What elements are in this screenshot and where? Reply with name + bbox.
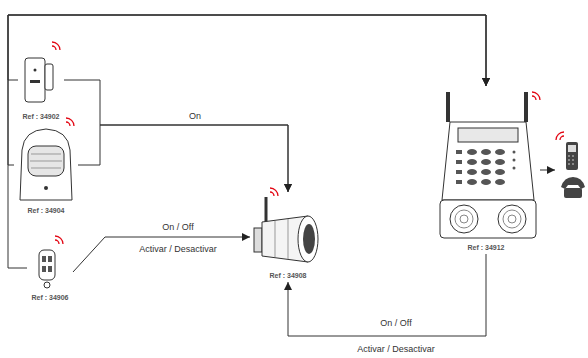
signal-label: On <box>188 111 202 122</box>
panel-antenna <box>446 92 450 122</box>
landline-phone-icon <box>561 177 585 198</box>
device-node: Ref : 34902 <box>18 45 64 123</box>
siren-bracket <box>254 228 262 252</box>
radio-waves <box>52 42 60 50</box>
radio-waves <box>66 118 74 126</box>
keyfob-button <box>48 256 52 262</box>
device-node: Ref : 34904 <box>14 125 78 217</box>
motion-detector-icon <box>20 118 74 200</box>
siren-horn <box>303 224 315 254</box>
radio-waves <box>270 188 278 196</box>
radio-waves <box>55 236 63 244</box>
siren-antenna <box>265 197 268 222</box>
device-node: Ref : 34908 <box>250 192 326 282</box>
signal-connector <box>64 80 288 192</box>
siren-ribs <box>275 219 288 259</box>
radio-waves <box>556 132 564 140</box>
keyfob-button <box>48 266 52 272</box>
panel-keypad <box>456 149 516 185</box>
signal-connector <box>8 15 486 268</box>
signal-connector <box>288 254 486 336</box>
speaker-grille <box>503 210 521 228</box>
speaker-grille <box>460 215 468 223</box>
phone-screen <box>568 145 576 152</box>
detector-lens <box>28 146 64 176</box>
phone-handset <box>561 177 585 189</box>
panel-speaker <box>450 205 478 233</box>
keyfob-button <box>42 266 46 272</box>
panel-base <box>440 200 536 238</box>
keyfob-button <box>42 256 46 262</box>
signal-connector <box>73 237 250 272</box>
action-label: Activar / Desactivar <box>356 344 436 355</box>
reference-code: Ref : 34904 <box>28 207 65 215</box>
action-label: Activar / Desactivar <box>138 244 218 255</box>
dial-out-arrow <box>540 170 555 171</box>
device-node: Ref : 34906 <box>27 240 73 304</box>
sensor-slot <box>30 80 40 83</box>
panel-body <box>442 122 534 200</box>
reference-code: Ref : 34906 <box>32 294 69 302</box>
keyfob-ring <box>44 282 50 288</box>
detector-led <box>44 186 48 190</box>
panel-display <box>458 128 518 142</box>
mobile-phone-icon <box>556 132 578 170</box>
phone-base <box>564 188 582 198</box>
signal-connector <box>78 125 288 192</box>
phone-keys <box>568 156 574 164</box>
device-node: Ref : 34912 <box>436 86 536 254</box>
radio-waves <box>532 92 540 100</box>
siren-front <box>298 216 318 262</box>
siren-icon <box>254 188 318 262</box>
sensor-led <box>34 69 37 72</box>
detector-body <box>20 129 72 200</box>
door-sensor-icon <box>25 42 60 102</box>
sensor-magnet <box>45 64 53 90</box>
signal-connector <box>8 15 486 86</box>
signal-connector <box>8 15 486 165</box>
signal-label: On / Off <box>161 222 194 233</box>
reference-code: Ref : 34908 <box>270 272 307 280</box>
lens-lines <box>30 154 62 168</box>
speaker-grille <box>455 210 473 228</box>
keyfob-body <box>39 250 55 280</box>
sensor-body <box>25 58 45 102</box>
control-panel-icon <box>440 92 540 238</box>
remote-keyfob-icon <box>39 236 63 288</box>
phone-body <box>566 142 578 170</box>
panel-antenna <box>524 92 528 122</box>
signal-label: On / Off <box>379 318 412 329</box>
reference-code: Ref : 34902 <box>23 113 60 121</box>
reference-code: Ref : 34912 <box>468 244 505 252</box>
speaker-grille <box>508 215 516 223</box>
panel-speaker <box>498 205 526 233</box>
